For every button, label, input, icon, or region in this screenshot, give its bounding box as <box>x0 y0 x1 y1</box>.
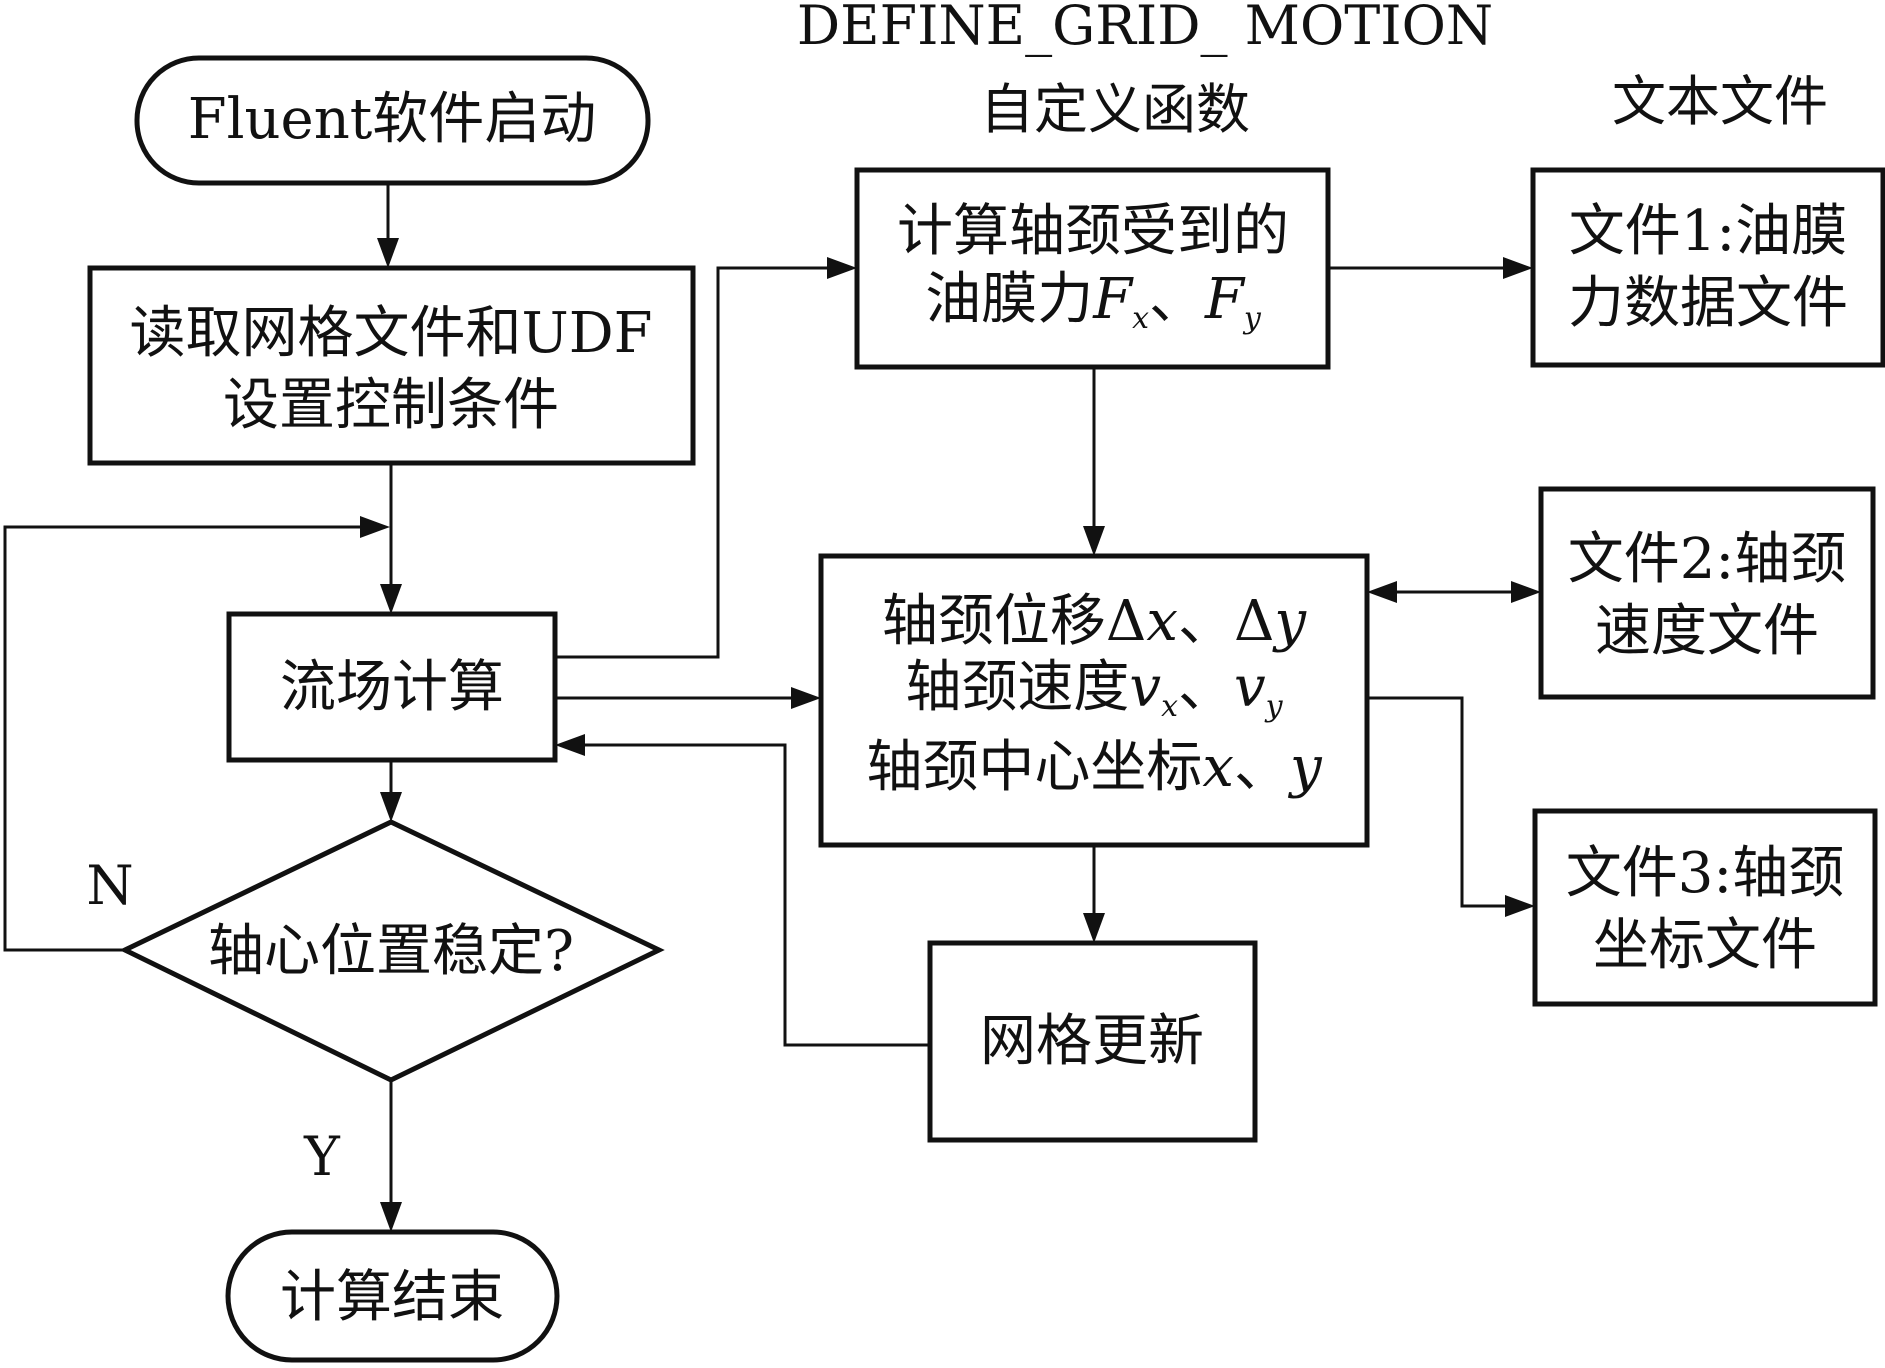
motion-delta-2: Δ <box>1234 589 1274 654</box>
grid-update-label: 网格更新 <box>980 1009 1204 1074</box>
force-line2-prefix: 油膜力 <box>925 267 1093 332</box>
force-label-line2: 油膜力Fx、Fy <box>925 267 1262 336</box>
motion-label-line1: 轴颈位移Δx、Δy <box>882 589 1308 654</box>
file2-box <box>1538 486 1876 700</box>
arrowhead-motion-to-file3 <box>1505 895 1535 917</box>
arrowhead-flow-to-force <box>827 257 857 279</box>
motion-var-x: x <box>1146 589 1178 654</box>
motion-delta-1: Δ <box>1106 589 1146 654</box>
force-sub-y: y <box>1242 301 1262 336</box>
motion-sub-x: x <box>1161 689 1178 724</box>
motion-line2-prefix: 轴颈速度 <box>905 655 1129 720</box>
arrowhead-loop-n <box>360 516 390 538</box>
start-label: Fluent软件启动 <box>188 87 597 152</box>
end-terminator <box>225 1229 560 1363</box>
start-terminator <box>134 55 651 186</box>
decision-diamond <box>119 819 665 1083</box>
arrow-motion-to-file3 <box>1367 696 1505 908</box>
motion-symbol-v: v <box>1129 655 1161 720</box>
arrowhead-force-to-file1 <box>1503 257 1533 279</box>
arrowhead-start-to-read <box>377 238 399 268</box>
motion-separator-2: 、 <box>1178 655 1234 720</box>
motion-separator-3: 、 <box>1234 735 1290 800</box>
header-text-files: 文本文件 <box>1612 70 1828 133</box>
arrowhead-read-to-flow <box>380 584 402 614</box>
arrowhead-decision-to-end <box>380 1202 402 1232</box>
file3-box <box>1532 808 1878 1007</box>
motion-process-box <box>818 553 1370 848</box>
arrowhead-grid-to-flow <box>555 734 585 756</box>
arrowhead-flow-to-decision <box>380 792 402 822</box>
flow-label: 流场计算 <box>280 655 504 720</box>
force-symbol-f: F <box>1092 267 1134 332</box>
header-udf-name: DEFINE_GRID_ MOTION <box>797 0 1493 57</box>
force-symbol-f2: F <box>1204 267 1246 332</box>
arrow-flow-to-force <box>555 266 827 659</box>
loop-n-feedback <box>3 525 360 952</box>
motion-sub-y: y <box>1264 689 1284 724</box>
motion-coord-x: x <box>1202 735 1234 800</box>
decision-label: 轴心位置稳定? <box>208 919 574 984</box>
force-process-box <box>854 167 1331 370</box>
read-process-box <box>87 265 696 466</box>
motion-coord-y: y <box>1287 735 1323 800</box>
flow-process-box <box>226 611 558 763</box>
file3-label-line1: 文件3:轴颈 <box>1566 841 1845 906</box>
arrowhead-file2-to-motion <box>1367 581 1397 603</box>
arrowhead-flow-to-motion <box>791 687 821 709</box>
arrowhead-motion-to-grid <box>1083 913 1105 943</box>
motion-label-line3: 轴颈中心坐标x、y <box>866 735 1323 800</box>
force-sub-x: x <box>1132 301 1149 336</box>
file2-label-line2: 速度文件 <box>1595 599 1819 664</box>
force-separator: 、 <box>1149 267 1205 332</box>
branch-label-yes: Y <box>303 1125 341 1188</box>
arrowhead-motion-to-file2 <box>1511 581 1541 603</box>
file2-label-line1: 文件2:轴颈 <box>1568 527 1847 592</box>
header-udf-desc: 自定义函数 <box>980 78 1250 141</box>
file3-label-line2: 坐标文件 <box>1593 913 1817 978</box>
file1-label-line1: 文件1:油膜 <box>1569 199 1848 264</box>
arrow-grid-to-flow <box>585 743 930 1047</box>
motion-separator-1: 、 <box>1178 589 1234 654</box>
end-label: 计算结束 <box>280 1265 504 1330</box>
file1-label-line2: 力数据文件 <box>1568 271 1848 336</box>
branch-label-no: N <box>86 854 133 917</box>
read-label-line2: 设置控制条件 <box>223 373 559 438</box>
motion-symbol-v2: v <box>1234 655 1266 720</box>
motion-label-line2: 轴颈速度vx、vy <box>905 655 1283 724</box>
motion-line1-prefix: 轴颈位移 <box>882 589 1106 654</box>
motion-line3-prefix: 轴颈中心坐标 <box>866 735 1202 800</box>
read-label-line1: 读取网格文件和UDF <box>130 301 653 366</box>
force-label-line1: 计算轴颈受到的 <box>897 199 1289 264</box>
arrowhead-force-to-motion <box>1083 526 1105 556</box>
file1-box <box>1530 167 1885 368</box>
grid-update-box <box>927 940 1258 1143</box>
motion-var-y: y <box>1271 589 1307 654</box>
